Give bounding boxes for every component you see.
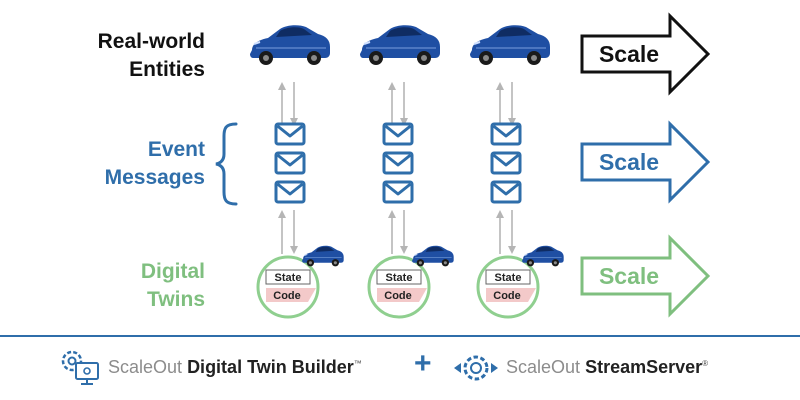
product-digital-twin-builder: ScaleOut Digital Twin Builder™ [108, 357, 362, 378]
label-event-messages: Event Messages [60, 136, 205, 192]
label-messages-line2: Messages [104, 166, 205, 189]
state-label: State [275, 272, 302, 284]
car-icon [469, 24, 551, 66]
car-icon [521, 245, 565, 267]
product1-name: Digital Twin Builder [187, 357, 354, 377]
label-messages-line1: Event [147, 138, 205, 161]
car-icon [249, 24, 331, 66]
car-icon [359, 24, 441, 66]
scale-arrow-twins: Scale [580, 234, 711, 318]
connector-arrows [387, 81, 409, 127]
code-label: Code [273, 290, 301, 302]
connector-arrows [495, 209, 517, 255]
scale-label: Scale [599, 263, 659, 289]
scale-label: Scale [599, 149, 659, 175]
label-twins-line1: Digital [140, 260, 205, 283]
product2-brand: ScaleOut [506, 357, 581, 377]
column-3 [469, 24, 551, 255]
code-label: Code [384, 290, 412, 302]
product2-name: StreamServer [585, 357, 703, 377]
product1-brand: ScaleOut [108, 357, 183, 377]
label-entities-line1: Real-world [97, 30, 205, 53]
car-icon [301, 245, 345, 267]
envelope-icon [274, 180, 306, 204]
scale-arrow-entities: Scale [580, 12, 711, 96]
diagram-svg: State Code State Code State Code Scale [215, 12, 711, 319]
label-entities-line2: Entities [129, 58, 205, 81]
plus-sign: + [414, 347, 432, 380]
envelope-icon [274, 122, 306, 146]
label-digital-twins: Digital Twins [60, 258, 205, 314]
event-brace [215, 122, 238, 206]
column-2 [359, 24, 441, 255]
envelope-icon [382, 122, 414, 146]
connector-arrows [277, 81, 299, 127]
envelope-icon [490, 151, 522, 175]
label-twins-line2: Twins [147, 288, 205, 311]
column-1 [249, 24, 331, 255]
code-label: Code [493, 290, 521, 302]
label-real-world-entities: Real-world Entities [60, 28, 205, 84]
gear-icon [454, 355, 498, 381]
connector-arrows [277, 209, 299, 255]
scale-label: Scale [599, 41, 659, 67]
envelope-icon [490, 180, 522, 204]
connector-arrows [387, 209, 409, 255]
trademark-mark: ™ [353, 359, 362, 368]
envelope-icon [382, 151, 414, 175]
envelope-icon [274, 151, 306, 175]
connector-arrows [495, 81, 517, 127]
state-label: State [386, 272, 413, 284]
envelope-icon [382, 180, 414, 204]
car-icon [411, 245, 455, 267]
digital-twin-1: State Code [256, 245, 345, 319]
gear-monitor-icon [61, 350, 99, 385]
envelope-icon [490, 122, 522, 146]
footer: ScaleOut Digital Twin Builder™ + ScaleOu… [0, 335, 800, 400]
state-label: State [495, 272, 522, 284]
digital-twin-2: State Code [367, 245, 455, 319]
scale-arrow-messages: Scale [580, 120, 711, 204]
registered-mark: ® [702, 359, 709, 368]
product-streamserver: ScaleOut StreamServer® [506, 357, 708, 378]
footer-divider [0, 335, 800, 337]
digital-twin-3: State Code [476, 245, 565, 319]
